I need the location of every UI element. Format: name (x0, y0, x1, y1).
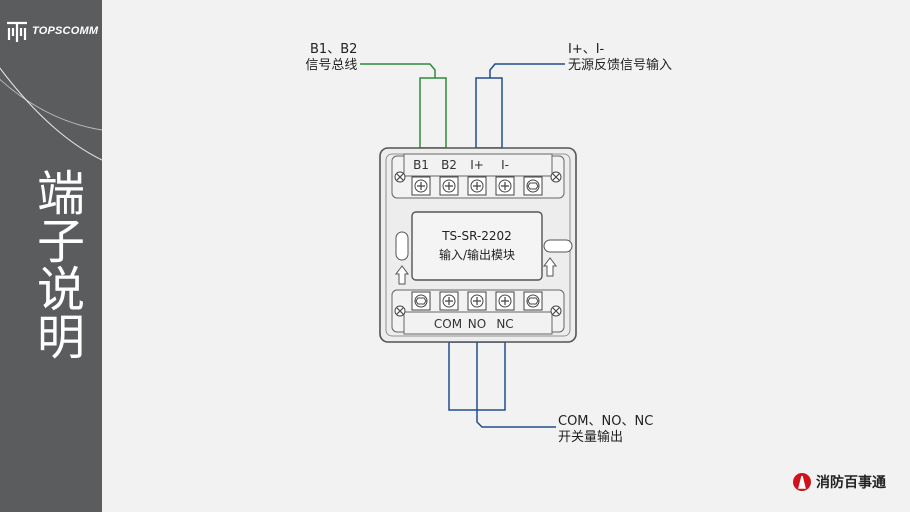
output-wire-terminals: COM、NO、NC (558, 414, 654, 429)
terminal-screw-icon (467, 176, 487, 196)
decorative-arcs (0, 67, 102, 161)
sidebar: TOPSCOMM 端子说明 (0, 0, 102, 512)
bus-wire-description: 信号总线 (305, 58, 358, 73)
terminal-label-b1: B1 (413, 158, 429, 172)
footer-logo: 消防百事通 (792, 472, 886, 492)
terminal-screw-icon (495, 291, 515, 311)
terminal-screw-icon (439, 176, 459, 196)
mount-screw-icon (394, 305, 406, 317)
terminal-screw-icon (523, 291, 543, 311)
module-body (379, 147, 577, 343)
terminal-screw-icon (523, 176, 543, 196)
up-arrow-icon (395, 265, 409, 285)
terminal-label-i-plus: I+ (470, 158, 484, 172)
feedback-wire-label: I+、I- 无源反馈信号输入 (568, 42, 672, 74)
terminal-screw-icon (439, 291, 459, 311)
terminal-label-b2: B2 (441, 158, 457, 172)
output-wire-label: COM、NO、NC 开关量输出 (558, 414, 653, 446)
bus-wire-label: B1、B2 信号总线 (304, 42, 357, 74)
brand-logo: TOPSCOMM (4, 18, 98, 44)
bus-wire-terminals: B1、B2 (310, 42, 358, 57)
fire-logo-icon (793, 473, 811, 491)
output-wire-leader (448, 341, 556, 428)
feedback-wire-description: 无源反馈信号输入 (568, 58, 673, 73)
terminal-screw-icon (411, 291, 431, 311)
terminal-label-com: COM (433, 317, 463, 331)
terminal-screw-icon (495, 176, 515, 196)
brand-name: TOPSCOMM (32, 25, 99, 37)
up-arrow-icon (543, 257, 557, 277)
terminal-label-i-minus: I- (501, 158, 509, 172)
feedback-wire-leader (475, 63, 565, 149)
terminal-screw-icon (411, 176, 431, 196)
mount-screw-icon (550, 305, 562, 317)
bus-wire-leader (360, 63, 447, 149)
output-wire-description: 开关量输出 (558, 430, 624, 445)
mount-screw-icon (550, 171, 562, 183)
feedback-wire-terminals: I+、I- (568, 42, 605, 57)
terminal-label-no: NO (467, 317, 487, 331)
terminal-label-nc: NC (496, 317, 514, 331)
module-model: TS-SR-2202 (442, 229, 512, 243)
topscomm-logo-icon (7, 21, 27, 42)
footer-logo-text: 消防百事通 (816, 475, 886, 491)
terminal-screw-icon (467, 291, 487, 311)
mount-screw-icon (394, 171, 406, 183)
page-title: 端子说明 (28, 168, 84, 360)
module-name: 输入/输出模块 (438, 248, 516, 262)
